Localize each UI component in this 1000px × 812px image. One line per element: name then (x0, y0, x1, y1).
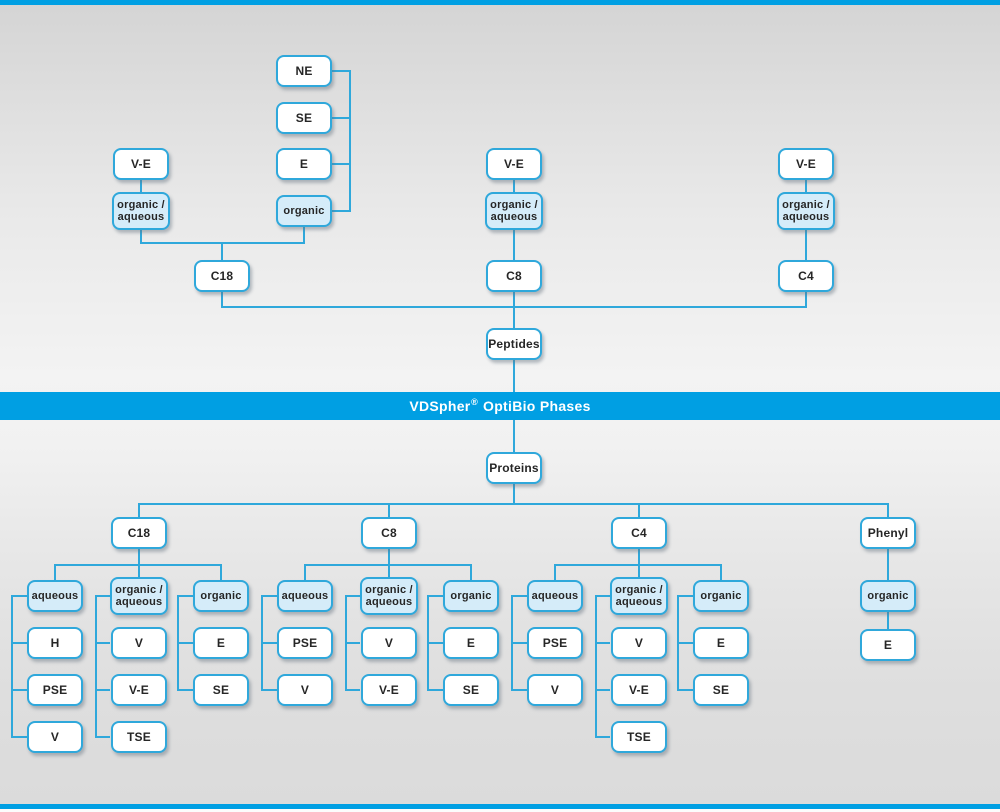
node-proteins-c8: C8 (361, 517, 417, 549)
node-proteins-c8-pse: PSE (277, 627, 333, 659)
node-peptides-c18-organic-aqueous: organic / aqueous (112, 192, 170, 230)
node-proteins-c8-org-se: SE (443, 674, 499, 706)
node-peptides-c8: C8 (486, 260, 542, 292)
banner-optibio-phases: VDSpher®OptiBio Phases (0, 392, 1000, 420)
node-proteins-c18-organic-aqueous: organic / aqueous (110, 577, 168, 615)
node-proteins-c18: C18 (111, 517, 167, 549)
node-proteins-c8-oa-ve: V-E (361, 674, 417, 706)
banner-title: VDSpher®OptiBio Phases (409, 397, 591, 414)
node-peptides-c18-organic: organic (276, 195, 332, 227)
node-proteins-c4-v: V (527, 674, 583, 706)
node-proteins-phenyl: Phenyl (860, 517, 916, 549)
node-proteins-root: Proteins (486, 452, 542, 484)
node-proteins-c18-oa-ve: V-E (111, 674, 167, 706)
node-proteins-c4-pse: PSE (527, 627, 583, 659)
node-proteins-c8-aqueous: aqueous (277, 580, 333, 612)
node-proteins-c18-pse: PSE (27, 674, 83, 706)
node-peptides-c8-organic-aqueous: organic / aqueous (485, 192, 543, 230)
node-proteins-c4-organic: organic (693, 580, 749, 612)
node-proteins-c4-aqueous: aqueous (527, 580, 583, 612)
node-proteins-c8-organic-aqueous: organic / aqueous (360, 577, 418, 615)
node-proteins-c4-org-e: E (693, 627, 749, 659)
node-proteins-c4-oa-ve: V-E (611, 674, 667, 706)
node-proteins-c8-organic: organic (443, 580, 499, 612)
node-proteins-c18-org-e: E (193, 627, 249, 659)
node-peptides-c18-e: E (276, 148, 332, 180)
node-proteins-c18-organic: organic (193, 580, 249, 612)
node-proteins-c4-organic-aqueous: organic / aqueous (610, 577, 668, 615)
node-peptides-c18-ne: NE (276, 55, 332, 87)
node-peptides-c18: C18 (194, 260, 250, 292)
node-proteins-c18-h: H (27, 627, 83, 659)
node-proteins-c18-v: V (27, 721, 83, 753)
footer-strip (0, 809, 1000, 812)
node-peptides-c18-ve: V-E (113, 148, 169, 180)
node-proteins-c8-org-e: E (443, 627, 499, 659)
node-peptides-c4: C4 (778, 260, 834, 292)
bottom-accent-bar (0, 804, 1000, 809)
node-proteins-phenyl-e: E (860, 629, 916, 661)
node-proteins-c18-oa-v: V (111, 627, 167, 659)
top-accent-bar (0, 0, 1000, 5)
node-proteins-c8-v: V (277, 674, 333, 706)
node-peptides-c4-ve: V-E (778, 148, 834, 180)
node-peptides-c4-organic-aqueous: organic / aqueous (777, 192, 835, 230)
node-proteins-c8-oa-v: V (361, 627, 417, 659)
node-proteins-phenyl-organic: organic (860, 580, 916, 612)
node-proteins-c18-org-se: SE (193, 674, 249, 706)
node-proteins-c18-oa-tse: TSE (111, 721, 167, 753)
node-proteins-c4-org-se: SE (693, 674, 749, 706)
node-proteins-c4-oa-v: V (611, 627, 667, 659)
node-peptides-root: Peptides (486, 328, 542, 360)
node-proteins-c18-aqueous: aqueous (27, 580, 83, 612)
node-proteins-c4-oa-tse: TSE (611, 721, 667, 753)
registered-trademark-icon: ® (471, 397, 478, 408)
node-peptides-c8-ve: V-E (486, 148, 542, 180)
node-peptides-c18-se: SE (276, 102, 332, 134)
node-proteins-c4: C4 (611, 517, 667, 549)
